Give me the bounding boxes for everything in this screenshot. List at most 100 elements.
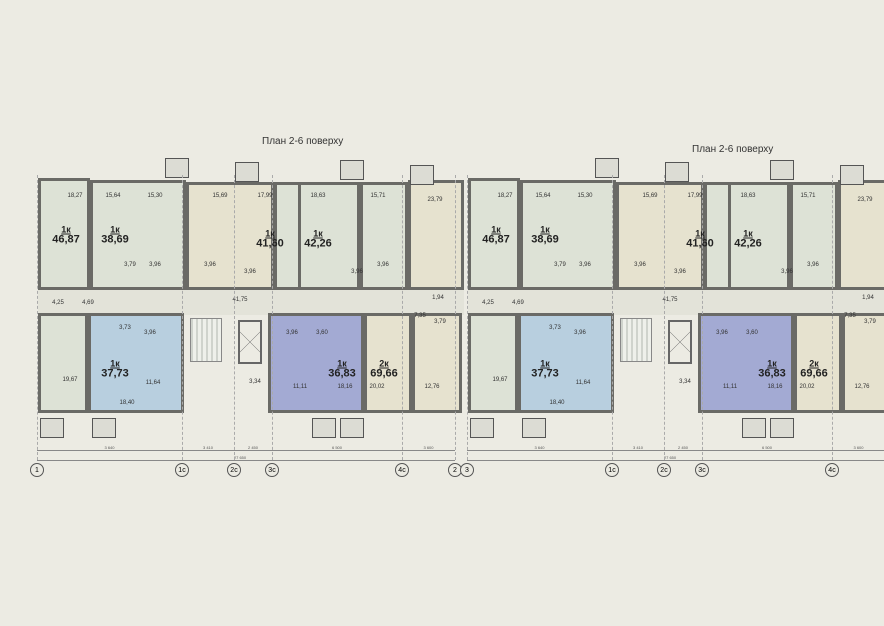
dimension-line [37,460,455,461]
apartment-area: 38,69 [101,233,129,246]
plan-title: План 2-6 поверху [692,144,774,155]
room-area: 3,96 [149,262,161,268]
room-area: 11,11 [722,384,738,390]
room-area: 3,96 [377,262,389,268]
apartment-area: 38,69 [531,233,559,246]
axis-line [234,175,235,460]
room-area: 19,67 [492,377,508,383]
room-area: 3,34 [679,379,691,385]
room [728,182,790,290]
room-area: 3,96 [716,330,728,336]
room-area: 3,96 [579,262,591,268]
dimension-value: 6 500 [331,445,343,450]
apartment-type: 1к [313,228,323,239]
room-area: 15,69 [642,193,658,199]
room-area: 3,96 [204,262,216,268]
apartment-type: 1к [491,224,501,235]
room [38,313,88,413]
balcony-zone [665,162,689,182]
room [88,313,184,413]
axis-line [664,175,665,460]
room-area: 15,30 [147,193,163,199]
dimension-line [467,450,884,451]
room-area: 3,96 [674,269,686,275]
room-area: 7,35 [414,313,426,319]
apartment-type: 1к [110,358,120,369]
dimension-value: 2 450 [677,445,689,450]
balcony-zone [340,418,364,438]
balcony-zone [92,418,116,438]
apartment-area: 42,26 [734,237,762,250]
room-area: 18,63 [740,193,756,199]
room-area: 11,64 [575,380,591,386]
room-area: 11,11 [292,384,308,390]
axis-marker: 2с [657,463,671,477]
room [790,182,838,290]
room-area: 4,25 [482,300,494,306]
room-area: 3,73 [119,325,131,331]
axis-line [612,175,613,460]
corridor [468,290,884,315]
balcony-zone [770,160,794,180]
apartment-area: 37,73 [101,367,129,380]
apartment-type: 2к [379,358,389,369]
axis-marker: 1 [30,463,44,477]
balcony-zone [470,418,494,438]
dimension-value: 6 500 [761,445,773,450]
apartment-type: 1к [743,228,753,239]
room-area: 3,96 [351,269,363,275]
dimension-value: 3 600 [853,445,864,450]
apartment-type: 1к [540,224,550,235]
room-area: 4,69 [82,300,94,306]
apartment-type: 1к [265,228,275,239]
room-area: 3,96 [634,262,646,268]
axis-marker: 1с [605,463,619,477]
room [520,180,616,290]
dimension-total: 27 650 [233,455,247,460]
dimension-value: 3 640 [534,445,545,450]
room [842,313,884,413]
room-area: 19,67 [62,377,78,383]
room-area: 18,40 [119,400,135,406]
apartment-area: 37,73 [531,367,559,380]
axis-marker: 1с [175,463,189,477]
room-area: 18,16 [767,384,783,390]
apartment-area: 46,87 [482,233,510,246]
room-area: 15,71 [800,193,816,199]
room-area: 18,27 [497,193,513,199]
room-area: 1,94 [432,295,444,301]
dimension-value: 3 600 [423,445,434,450]
balcony-zone [312,418,336,438]
room-area: 12,76 [854,384,870,390]
balcony-zone [340,160,364,180]
axis-line [272,175,273,460]
room-area: 3,96 [244,269,256,275]
room-area: 4,25 [52,300,64,306]
room-area: 23,79 [857,197,873,203]
axis-marker: 4с [395,463,409,477]
dimension-line [467,460,884,461]
room-area: 17,99 [687,193,703,199]
room-area: 3,34 [249,379,261,385]
dimension-line [37,450,455,451]
room-area: 3,96 [807,262,819,268]
elevator-shaft [668,320,692,364]
apartment-area: 69,66 [800,367,828,380]
axis-line [37,175,38,460]
room-area: 7,35 [844,313,856,319]
balcony-zone [235,162,259,182]
room-area: 23,79 [427,197,443,203]
axis-marker: 3с [695,463,709,477]
room-area: 3,79 [124,262,136,268]
